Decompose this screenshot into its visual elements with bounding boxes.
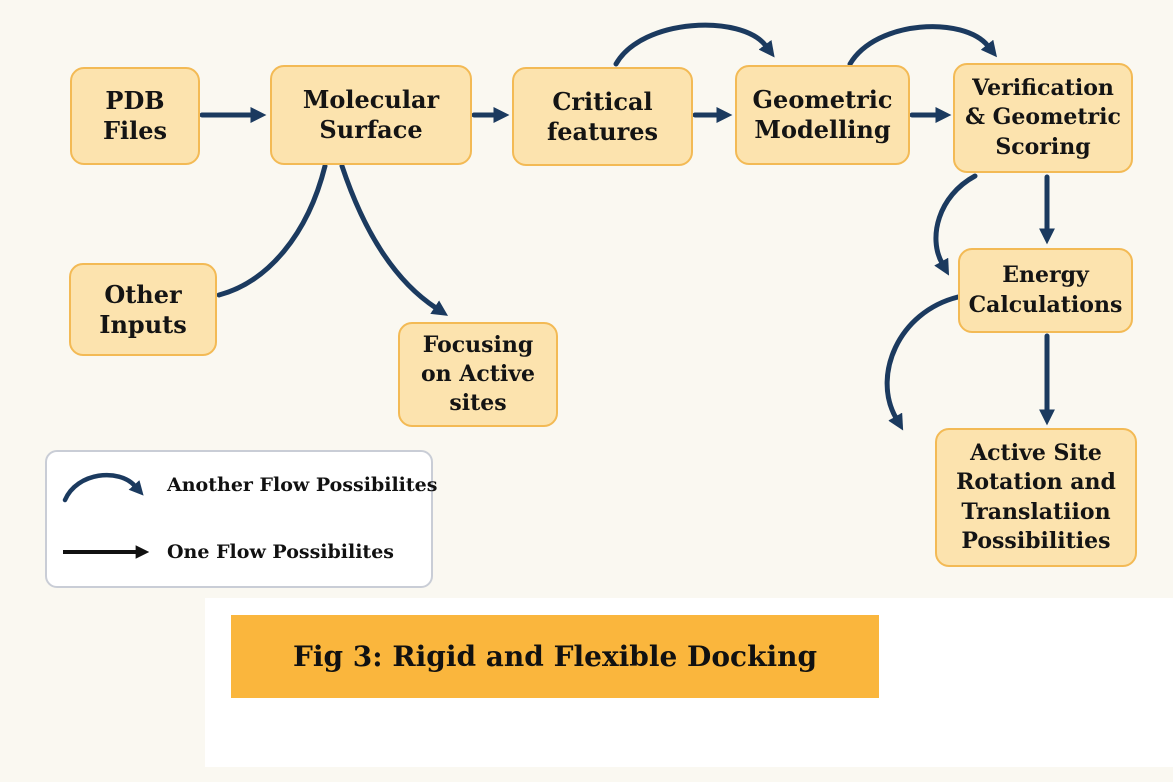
legend-item-another-flow: Another Flow Possibilites [59, 462, 437, 508]
node-pdb-files-label: PDB Files [102, 86, 168, 145]
legend-item-one-flow: One Flow Possibilites [59, 538, 394, 566]
node-molecular-surface-label: Molecular Surface [302, 85, 440, 144]
node-critical-features: Critical features [512, 67, 693, 166]
curved-arrow-verification-to-energy [933, 173, 978, 276]
node-energy-calculations: Energy Calculations [958, 248, 1133, 333]
node-geometric-modelling: Geometric Modelling [735, 65, 910, 165]
legend-box: Another Flow Possibilites One Flow Possi… [45, 450, 437, 588]
node-verification-scoring-label: Verification & Geometric Scoring [965, 75, 1121, 160]
node-geometric-modelling-label: Geometric Modelling [752, 85, 893, 144]
node-other-inputs-label: Other Inputs [99, 279, 187, 339]
curved-arrow-geometric-to-verification [847, 24, 998, 67]
figure-caption: Fig 3: Rigid and Flexible Docking [292, 640, 818, 673]
figure-caption-bar: Fig 3: Rigid and Flexible Docking [231, 615, 879, 698]
curve-other-inputs-to-molecular [216, 163, 328, 298]
node-verification-scoring: Verification & Geometric Scoring [953, 63, 1133, 173]
node-molecular-surface: Molecular Surface [270, 65, 472, 165]
curved-arrow-critical-to-geometric [613, 22, 775, 67]
curved-arrow-energy-to-active-site [884, 294, 961, 431]
node-pdb-files: PDB Files [70, 67, 200, 165]
legend-label-another-flow: Another Flow Possibilites [167, 474, 438, 496]
curved-arrow-icon [62, 472, 144, 503]
node-energy-calculations-label: Energy Calculations [968, 262, 1123, 318]
node-active-site-possibilities: Active Site Rotation and Translatiion Po… [935, 428, 1137, 567]
node-critical-features-label: Critical features [546, 86, 659, 146]
legend-label-one-flow: One Flow Possibilites [167, 541, 394, 563]
curved-arrow-molecular-to-focusing [339, 163, 449, 316]
node-focusing-active-sites: Focusing on Active sites [398, 322, 558, 427]
node-focusing-active-sites-label: Focusing on Active sites [420, 331, 536, 417]
straight-arrow-icon [63, 545, 150, 559]
node-active-site-possibilities-label: Active Site Rotation and Translatiion Po… [956, 440, 1116, 554]
node-other-inputs: Other Inputs [69, 263, 217, 356]
